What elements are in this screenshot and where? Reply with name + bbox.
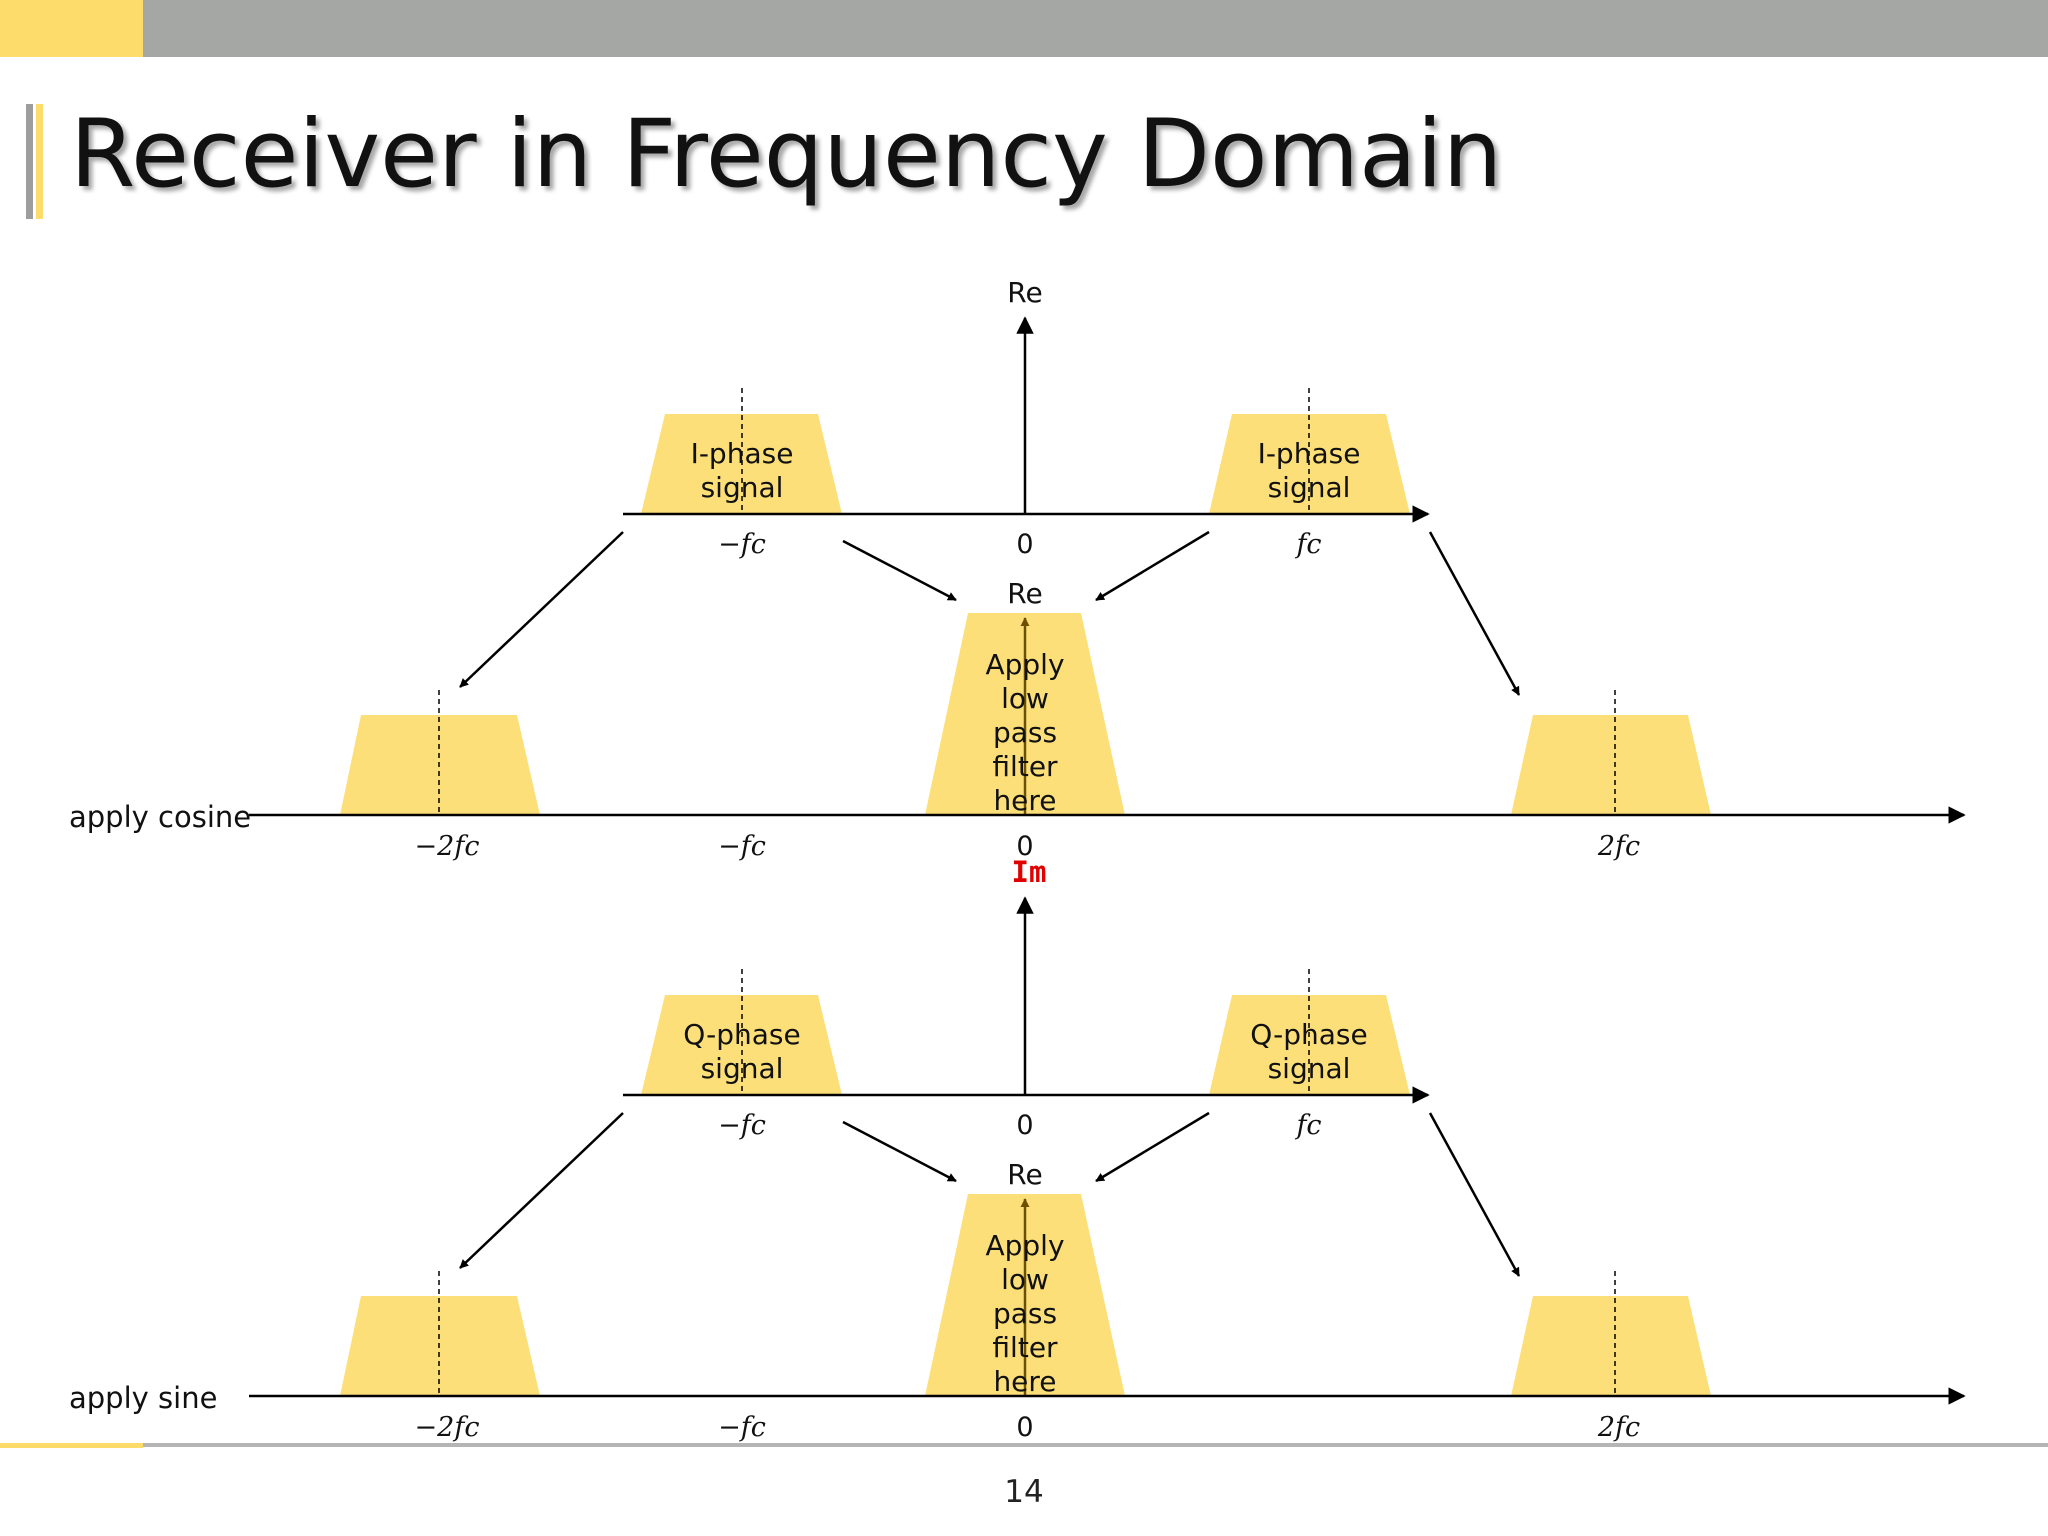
- re-axis-bottom-label: Re: [1007, 1158, 1042, 1191]
- lpf-upper-line1: Apply: [985, 648, 1064, 681]
- lpf-lower-line5: here: [993, 1365, 1056, 1398]
- cos-pos-2fc-block: [1511, 715, 1711, 815]
- i-signal-right-line2: signal: [1268, 471, 1351, 504]
- lpf-lower-line4: filter: [992, 1331, 1058, 1364]
- arrow-q-to-neg-2fc: [459, 1112, 624, 1269]
- q-tick-neg-fc: −fc: [718, 1110, 766, 1141]
- q-signal-right-line1: Q-phase: [1250, 1018, 1367, 1051]
- q-signal-left-line2: signal: [701, 1052, 784, 1085]
- lpf-lower-line1: Apply: [985, 1229, 1064, 1262]
- lpf-lower-line3: pass: [993, 1297, 1057, 1330]
- q-signal-right-line2: signal: [1268, 1052, 1351, 1085]
- apply-sine-label: apply sine: [69, 1381, 217, 1415]
- header-accent: [0, 0, 143, 57]
- i-signal-left-line2: signal: [701, 471, 784, 504]
- q-tick-zero: 0: [1016, 1110, 1033, 1141]
- q-tick-fc: fc: [1294, 1110, 1321, 1141]
- apply-cosine-label: apply cosine: [69, 800, 251, 834]
- sin-tick-zero: 0: [1016, 1412, 1033, 1443]
- sine-spectrum: Re Apply low pass filter here apply sine…: [69, 1158, 1966, 1443]
- i-phase-spectrum: Re I-phase signal I-phase signal −fc 0 f…: [459, 276, 1521, 696]
- sin-tick-neg-fc: −fc: [718, 1412, 766, 1443]
- q-phase-spectrum: Im Q-phase signal Q-phase signal −fc 0 f…: [459, 855, 1521, 1277]
- title-marker-gray: [26, 104, 33, 219]
- footer-line: [143, 1443, 2048, 1447]
- sin-pos-2fc-block: [1511, 1296, 1711, 1396]
- lpf-lower-line2: low: [1001, 1263, 1049, 1296]
- re-axis-mid-label: Re: [1007, 577, 1042, 610]
- cosine-spectrum: Re Apply low pass filter here apply cosi…: [69, 577, 1966, 862]
- cos-tick-neg-fc: −fc: [718, 831, 766, 862]
- arrow-q-right-to-zero: [1095, 1111, 1210, 1183]
- i-signal-right-line1: I-phase: [1258, 437, 1361, 470]
- title-marker-yellow: [36, 104, 43, 219]
- i-tick-neg-fc: −fc: [718, 529, 766, 560]
- page-title: Receiver in Frequency Domain: [70, 100, 1503, 209]
- sin-tick-neg-2fc: −2fc: [415, 1412, 480, 1443]
- arrow-i-left-to-zero: [842, 539, 957, 602]
- i-signal-left-line1: I-phase: [691, 437, 794, 470]
- lpf-upper-line3: pass: [993, 716, 1057, 749]
- sin-neg-2fc-block: [340, 1296, 540, 1396]
- i-tick-zero: 0: [1016, 529, 1033, 560]
- im-axis-label: Im: [1012, 855, 1047, 889]
- sin-tick-pos-2fc: 2fc: [1597, 1412, 1640, 1443]
- page-number: 14: [1004, 1474, 1044, 1510]
- arrow-q-left-to-zero: [842, 1120, 957, 1183]
- cos-neg-2fc-block: [340, 715, 540, 815]
- lpf-upper-line4: filter: [992, 750, 1058, 783]
- footer-accent: [0, 1443, 143, 1448]
- cos-tick-pos-2fc: 2fc: [1597, 831, 1640, 862]
- arrow-i-to-neg-2fc: [459, 531, 624, 688]
- cos-tick-neg-2fc: −2fc: [415, 831, 480, 862]
- lpf-upper-line5: here: [993, 784, 1056, 817]
- re-axis-top-label: Re: [1007, 276, 1042, 309]
- lpf-upper-line2: low: [1001, 682, 1049, 715]
- header-bar: [143, 0, 2048, 57]
- i-tick-fc: fc: [1294, 529, 1321, 560]
- cos-tick-zero: 0: [1016, 831, 1033, 862]
- arrow-i-to-pos-2fc: [1428, 531, 1521, 696]
- arrow-q-to-pos-2fc: [1428, 1112, 1521, 1277]
- arrow-i-right-to-zero: [1095, 530, 1210, 602]
- q-signal-left-line1: Q-phase: [683, 1018, 800, 1051]
